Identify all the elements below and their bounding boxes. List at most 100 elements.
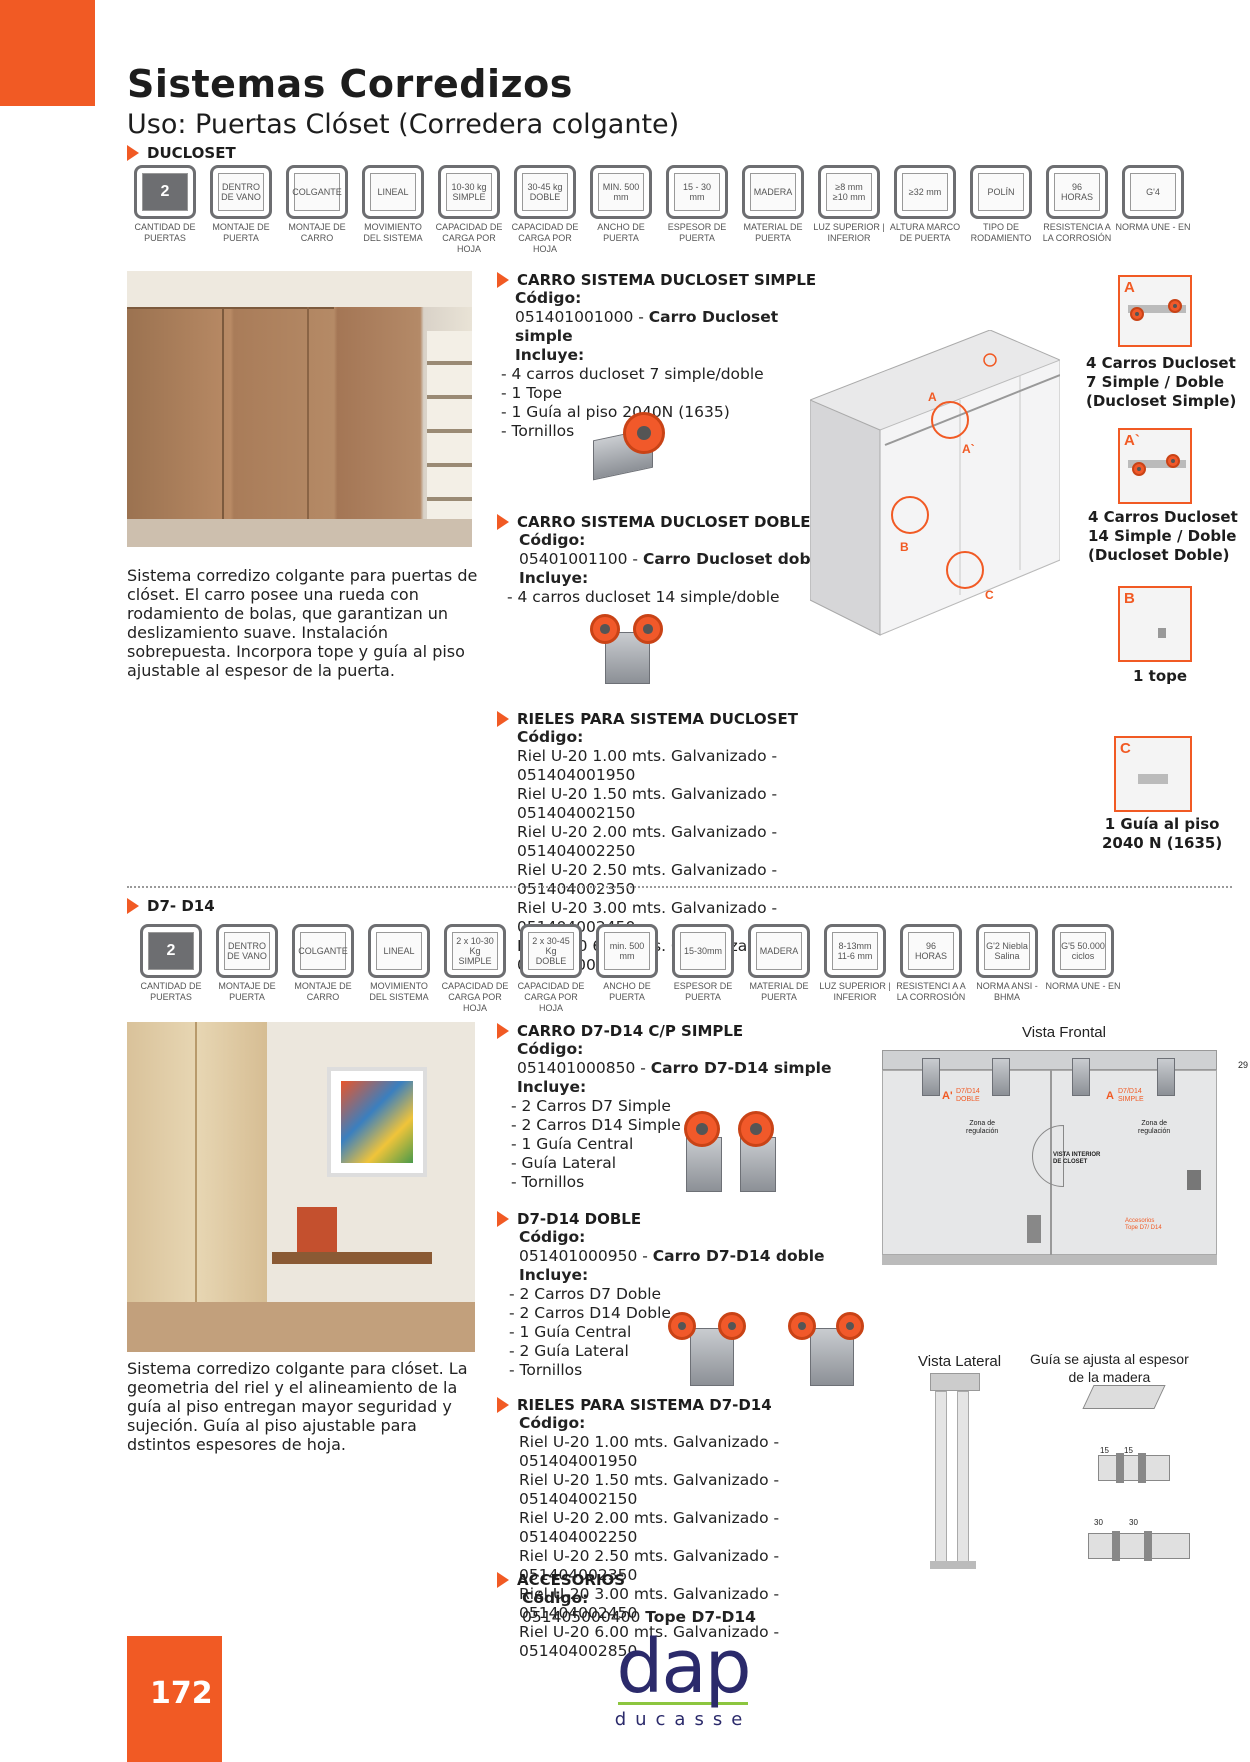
door-width-icon: MIN. 500 mm xyxy=(590,165,652,219)
label-a: A xyxy=(1106,1090,1114,1102)
codigo-label: Código: xyxy=(515,289,582,307)
list-item: - 4 carros ducloset 7 simple/doble xyxy=(501,365,764,383)
d7-d14-rieles-block: RIELES PARA SISTEMA D7-D14 Código: Riel … xyxy=(497,1396,897,1661)
list-item: - 4 carros ducloset 14 simple/doble xyxy=(507,588,780,606)
zona-regulacion-right: Zona de regulación xyxy=(1138,1120,1171,1135)
page-number: 172 xyxy=(150,1676,213,1711)
hanging-carriage-icon: COLGANTE xyxy=(292,924,354,978)
ducloset-description: Sistema corredizo colgante para puertas … xyxy=(127,566,478,680)
hanging-carriage-icon: COLGANTE xyxy=(286,165,348,219)
codigo-label: Código: xyxy=(517,728,584,746)
spec-icon-label: LUZ SUPERIOR | INFERIOR xyxy=(813,222,885,243)
section-title: D7- D14 xyxy=(147,897,215,915)
label-a-text: D7/D14 SIMPLE xyxy=(1118,1088,1144,1103)
ducloset-closet-diagram: A A` B C xyxy=(809,329,1061,640)
spec-icon-value: POLÍN xyxy=(978,173,1024,211)
codigo-label: Código: xyxy=(519,1414,586,1432)
spec-icon-value: G'4 xyxy=(1130,173,1176,211)
two-doors-icon: 2 xyxy=(134,165,196,219)
two-doors-icon: 2 xyxy=(140,924,202,978)
diagram-label-a-prime: A` xyxy=(962,442,975,456)
spec-icon-value: 2 xyxy=(148,932,194,970)
spec-icon-label: RESISTENCIA A LA CORROSIÓN xyxy=(1042,222,1112,243)
list-item: - 2 Carros D14 Doble xyxy=(509,1304,671,1322)
incluye-label: Incluye: xyxy=(515,346,585,364)
page-subtitle: Uso: Puertas Clóset (Corredera colgante) xyxy=(127,109,680,140)
spec-icon-label: CANTIDAD DE PUERTAS xyxy=(134,222,196,243)
incluye-label: Incluye: xyxy=(517,1078,587,1096)
product-code: 051401000950 - Carro D7-D14 doble xyxy=(519,1247,825,1265)
door-width-icon: min. 500 mm xyxy=(596,924,658,978)
corrosion-icon: 96 HORAS xyxy=(1046,165,1108,219)
linear-motion-icon: LINEAL xyxy=(368,924,430,978)
diagram-label-a: A xyxy=(928,390,937,404)
logo-brand: dap xyxy=(616,1624,751,1710)
spec-icon-value: ≥8 mm ≥10 mm xyxy=(826,173,872,211)
vista-frontal-label: Vista Frontal xyxy=(1022,1024,1106,1041)
ducloset-doble-block: CARRO SISTEMA DUCLOSET DOBLE Código: 054… xyxy=(497,513,837,607)
spec-icon-label: ANCHO DE PUERTA xyxy=(597,222,645,243)
bullet-triangle-icon xyxy=(497,711,509,727)
product-code: 051405000400 Tope D7-D14 xyxy=(522,1608,756,1626)
includes-list: - 4 carros ducloset 14 simple/doble xyxy=(497,588,837,607)
dim-15-left: 15 xyxy=(1100,1446,1109,1455)
dap-logo: dap ducasse xyxy=(608,1624,758,1732)
spec-icon-value: 30-45 kg DOBLE xyxy=(522,173,568,211)
spec-icon-value: 15-30mm xyxy=(680,932,726,970)
detail-box-c: C xyxy=(1114,736,1192,812)
list-item: - 1 Guía Central xyxy=(511,1135,634,1153)
spec-icon-cell: ≥8 mm ≥10 mm LUZ SUPERIOR | INFERIOR xyxy=(811,165,887,255)
door-thickness-icon: 15-30mm xyxy=(672,924,734,978)
d7-d14-description: Sistema corredizo colgante para clóset. … xyxy=(127,1359,468,1454)
spec-icon-value: 8-13mm 11-6 mm xyxy=(832,932,878,970)
list-item: - 1 Guía Central xyxy=(509,1323,632,1341)
spec-icon-label: MATERIAL DE PUERTA xyxy=(743,222,803,243)
product-code: 051401000850 - Carro D7-D14 simple xyxy=(517,1059,832,1077)
incluye-label: Incluye: xyxy=(519,1266,589,1284)
spec-icon-value: 96 HORAS xyxy=(908,932,954,970)
list-item: - 2 Carros D14 Simple xyxy=(511,1116,681,1134)
section-d7-d14-heading: D7- D14 xyxy=(127,897,215,915)
bullet-triangle-icon xyxy=(497,1023,509,1039)
list-item: Riel U-20 2.50 mts. Galvanizado - 051404… xyxy=(517,861,778,898)
list-item: - Tornillos xyxy=(511,1173,585,1191)
spec-icon-label: MONTAJE DE PUERTA xyxy=(218,981,276,1002)
weight-icon: 30-45 kg DOBLE xyxy=(514,165,576,219)
wood-material-icon: MADERA xyxy=(742,165,804,219)
spec-icon-label: NORMA ANSI - BHMA xyxy=(976,981,1038,1002)
spec-icon-label: ALTURA MARCO DE PUERTA xyxy=(889,222,961,243)
spec-icon-label: TIPO DE RODAMIENTO xyxy=(970,222,1032,243)
list-item: Riel U-20 1.50 mts. Galvanizado - 051404… xyxy=(517,785,778,822)
spec-icon-cell: MIN. 500 mm ANCHO DE PUERTA xyxy=(583,165,659,255)
spec-icon-cell: 30-45 kg DOBLE CAPACIDAD DE CARGA POR HOJ… xyxy=(507,165,583,255)
list-item: - 2 Carros D7 Doble xyxy=(509,1285,662,1303)
section-divider xyxy=(127,886,1232,888)
linear-motion-icon: LINEAL xyxy=(362,165,424,219)
spec-icon-label: CAPACIDAD DE CARGA POR HOJA xyxy=(511,222,579,254)
spec-icon-label: MOVIMIENTO DEL SISTEMA xyxy=(369,981,429,1002)
floor-guide-diagram xyxy=(1078,1375,1238,1565)
product-code: 05401001100 - Carro Ducloset doble xyxy=(519,550,827,568)
spec-icon-value: LINEAL xyxy=(376,932,422,970)
spec-icon-label: MOVIMIENTO DEL SISTEMA xyxy=(363,222,423,243)
detail-box-b: B xyxy=(1118,586,1192,662)
header-accent-block xyxy=(0,0,95,106)
product-title: CARRO SISTEMA DUCLOSET DOBLE xyxy=(517,513,811,531)
spec-icon-value: 2 xyxy=(142,173,188,211)
spec-icon-label: MONTAJE DE CARRO xyxy=(294,981,352,1002)
spec-icon-label: CANTIDAD DE PUERTAS xyxy=(140,981,202,1002)
list-item: Riel U-20 2.00 mts. Galvanizado - 051404… xyxy=(517,823,778,860)
bullet-triangle-icon xyxy=(497,1211,509,1227)
bullet-triangle-icon xyxy=(497,514,509,530)
spec-icon-label: MATERIAL DE PUERTA xyxy=(749,981,809,1002)
